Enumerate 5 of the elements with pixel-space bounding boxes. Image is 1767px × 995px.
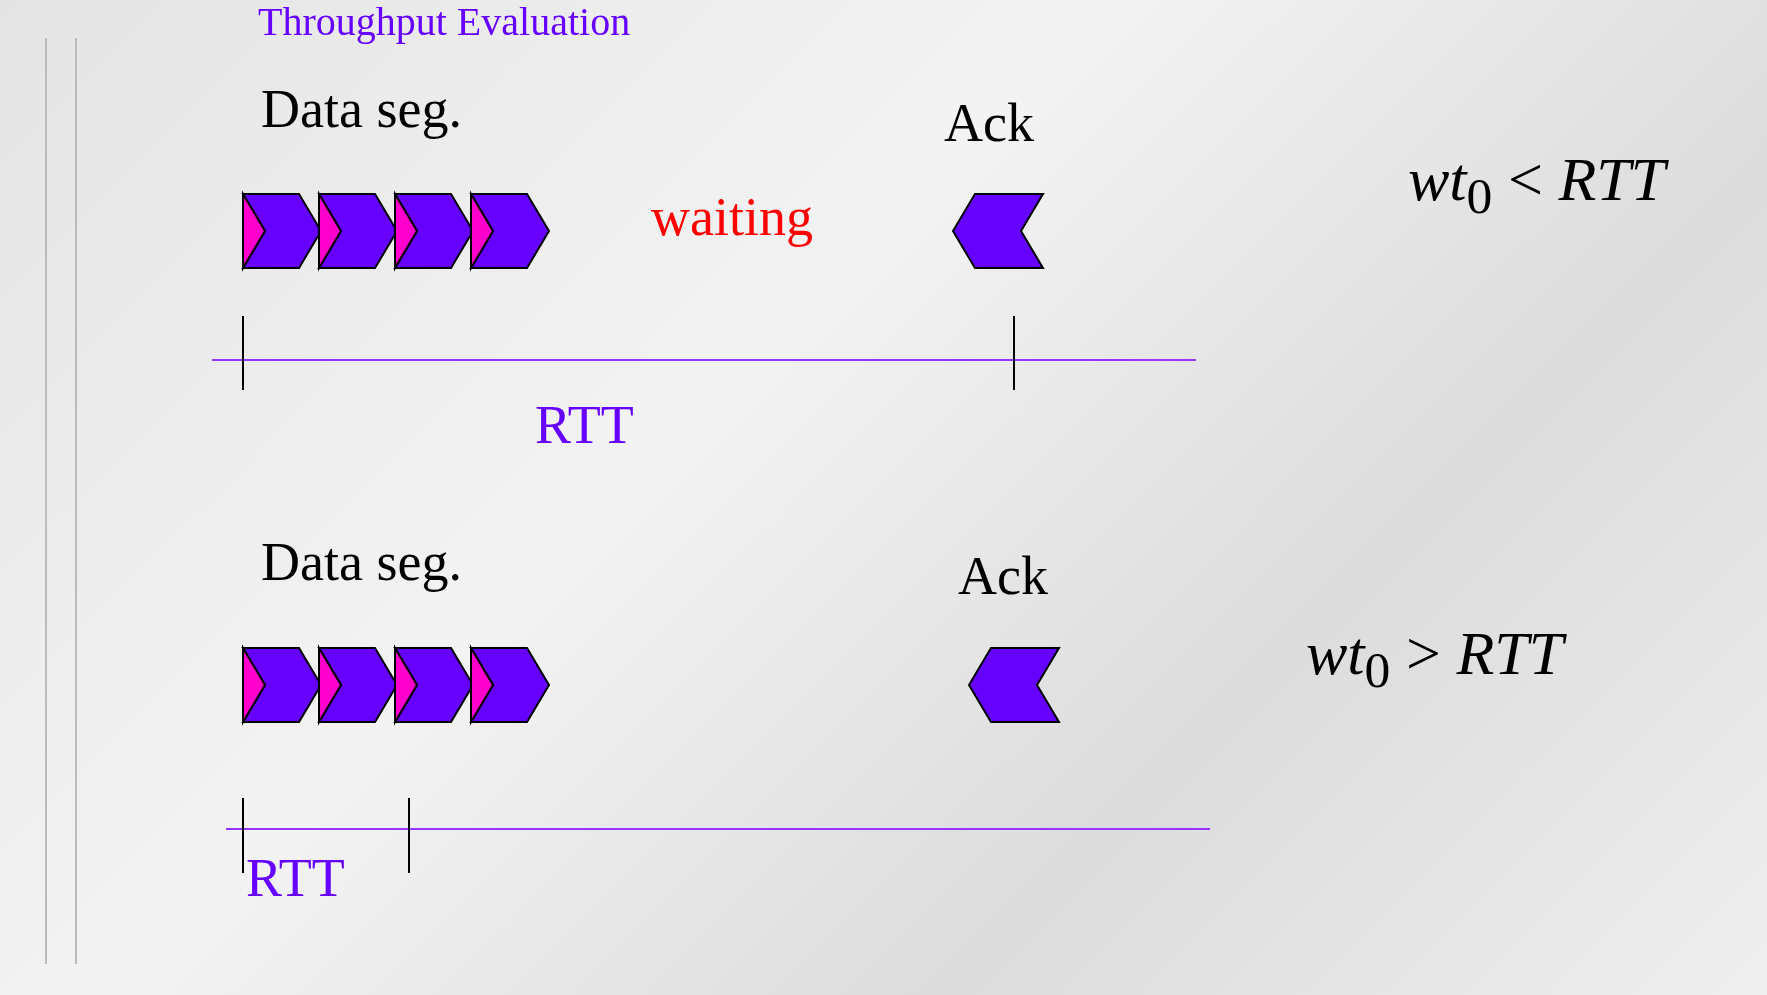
slide-title: Throughput Evaluation xyxy=(258,2,631,42)
ack-label: Ack xyxy=(944,96,1034,150)
ack-label: Ack xyxy=(958,549,1048,603)
interval-label: RTT xyxy=(246,851,345,905)
interval-label: RTT xyxy=(535,398,634,452)
